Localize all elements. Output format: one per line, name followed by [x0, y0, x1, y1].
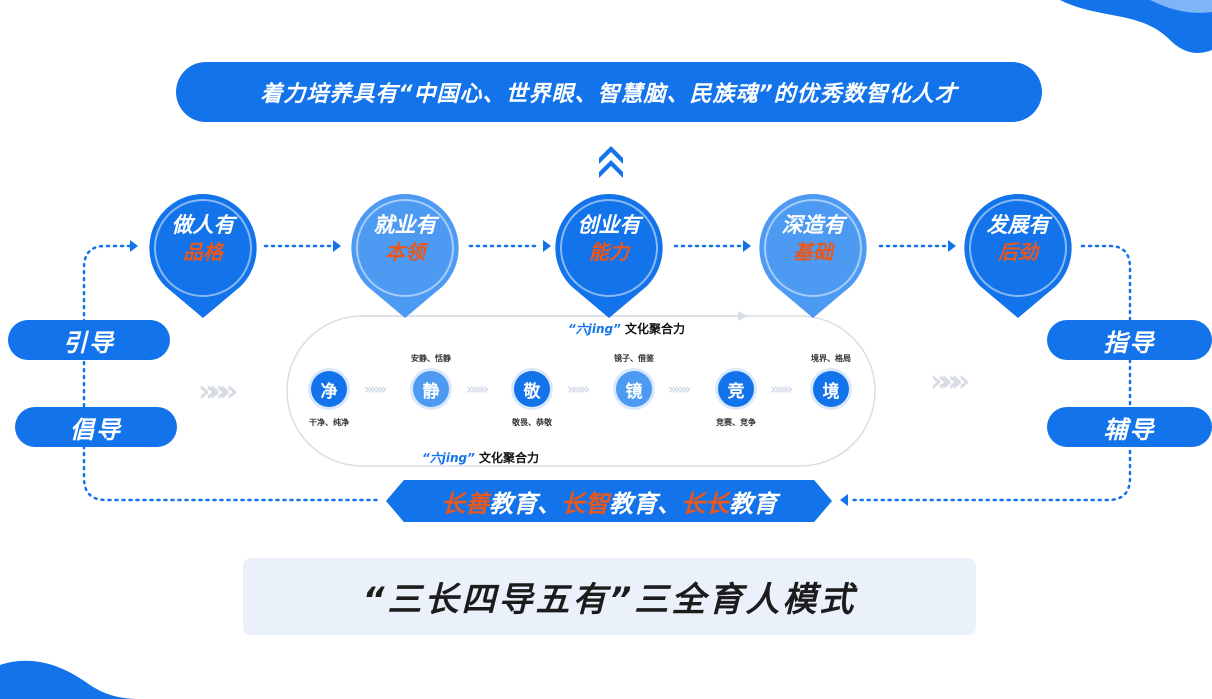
- ribbon-highlight: 长长: [681, 489, 729, 518]
- jing-caption: 干净、纯净: [309, 418, 349, 427]
- chevron-right-icon: »»»: [466, 380, 489, 398]
- jing-circle-clean: 净: [311, 371, 347, 407]
- pin-title: 就业有: [373, 213, 437, 237]
- education-ribbon: 长善 教育、 长智 教育、 长长 教育: [386, 480, 832, 522]
- pin-further-study: 深造有基础: [755, 190, 871, 322]
- pin-subtitle: 品格: [183, 240, 223, 264]
- jing-circle-quiet: 静: [413, 371, 449, 407]
- corner-wave-bottom-left: [0, 660, 140, 699]
- goal-banner: 着力培养具有“中国心、世界眼、智慧脑、民族魂”的优秀数智化人才: [176, 62, 1042, 122]
- pin-title: 发展有: [986, 213, 1050, 237]
- pin-subtitle: 本领: [385, 240, 425, 264]
- jing-circle-realm: 境: [813, 371, 849, 407]
- culture-quote: “六jing”: [568, 322, 621, 336]
- pin-entrepreneurship: 创业有能力: [551, 190, 667, 322]
- chevron-right-icon: »»»: [567, 380, 590, 398]
- pin-subtitle: 后劲: [998, 240, 1038, 264]
- side-label-left-bottom: 倡导: [15, 407, 177, 447]
- jing-circle-respect: 敬: [514, 371, 550, 407]
- pin-title: 深造有: [781, 213, 845, 237]
- pin-conduct: 做人有品格: [145, 190, 261, 322]
- ribbon-text: 教育: [729, 489, 777, 518]
- ribbon-text: 教育、: [489, 489, 561, 518]
- corner-wave-top-right: [1060, 0, 1212, 53]
- map-pin-icon: [149, 194, 257, 318]
- culture-suffix: 文化聚合力: [479, 451, 540, 465]
- pin-title: 创业有: [577, 213, 641, 237]
- map-pin-icon: [555, 194, 663, 318]
- jing-circle-compete: 竞: [718, 371, 754, 407]
- culture-label-top: “六jing” 文化聚合力: [568, 320, 685, 337]
- map-pin-icon: [964, 194, 1072, 318]
- side-label-right-top: 指导: [1047, 320, 1212, 360]
- chevrons-right-icon: »»»: [930, 364, 970, 399]
- ribbon-highlight: 长善: [441, 489, 489, 518]
- chevron-right-icon: »»»: [668, 380, 691, 398]
- map-pin-icon: [759, 194, 867, 318]
- jing-caption: 镜子、借鉴: [614, 354, 654, 363]
- culture-label-bottom: “六jing” 文化聚合力: [422, 449, 539, 466]
- side-label-right-bottom: 辅导: [1047, 407, 1212, 447]
- chevron-right-icon: »»»: [770, 380, 793, 398]
- pin-subtitle: 基础: [793, 240, 833, 264]
- double-chevron-up-icon: [599, 146, 623, 178]
- map-pin-icon: [351, 194, 459, 318]
- pin-development: 发展有后劲: [960, 190, 1076, 322]
- chevron-right-icon: »»»: [364, 380, 387, 398]
- jing-caption: 安静、恬静: [411, 354, 451, 363]
- pin-employment: 就业有本领: [347, 190, 463, 322]
- ribbon-text: 教育、: [609, 489, 681, 518]
- culture-suffix: 文化聚合力: [625, 322, 686, 336]
- model-title: “三长四导五有”三全育人模式: [243, 558, 976, 635]
- jing-caption: 境界、格局: [811, 354, 851, 363]
- jing-caption: 敬畏、恭敬: [512, 418, 552, 427]
- chevrons-left-icon: »»»: [198, 374, 238, 409]
- pin-title: 做人有: [171, 213, 235, 237]
- side-label-left-top: 引导: [8, 320, 170, 360]
- jing-caption: 竞赛、竞争: [716, 418, 756, 427]
- jing-circle-mirror: 镜: [616, 371, 652, 407]
- pin-subtitle: 能力: [589, 240, 629, 264]
- culture-quote: “六jing”: [422, 451, 475, 465]
- ribbon-highlight: 长智: [561, 489, 609, 518]
